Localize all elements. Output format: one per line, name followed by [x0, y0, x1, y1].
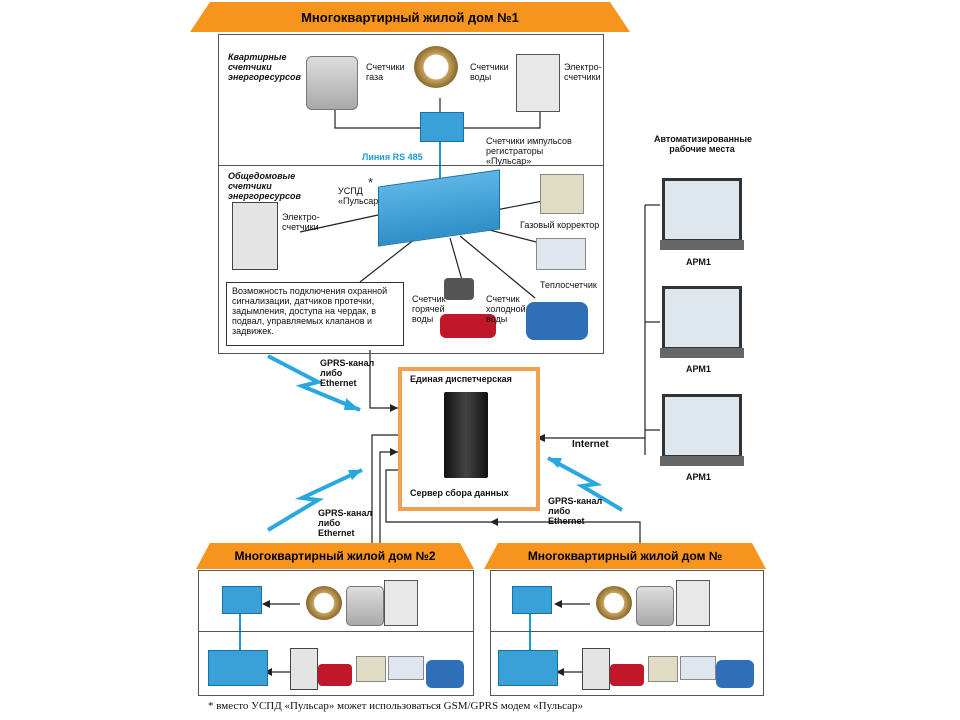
houseN-uspd — [498, 650, 558, 686]
apartment-meters-title: Квартирные счетчики энергоресурсов — [228, 52, 301, 82]
houseN-electric-meter — [676, 580, 710, 626]
electric-meter-image — [516, 54, 560, 112]
laptop-3 — [660, 394, 744, 468]
pulse-counter-image — [420, 112, 464, 142]
houseN-cold-water — [716, 660, 754, 688]
hot-water-meter-label: Счетчик горячей воды — [412, 294, 446, 324]
house2-banner: Многоквартирный жилой дом №2 — [196, 543, 474, 569]
rs485-label: Линия RS 485 — [362, 152, 423, 162]
house2-electric-meter — [384, 580, 418, 626]
houseN-title: Многоквартирный жилой дом № — [527, 549, 723, 563]
house2-heat-meter — [388, 656, 424, 680]
hot-water-meter-image — [444, 278, 474, 300]
cold-water-meter-label: Счетчик холодной воды — [486, 294, 526, 324]
houseN-banner: Многоквартирный жилой дом № — [484, 543, 766, 569]
heat-meter-image — [536, 238, 586, 270]
common-meters-title: Общедомовые счетчики энергоресурсов — [228, 171, 301, 201]
workplace-1-label: АРМ1 — [686, 257, 711, 267]
server-label: Сервер сбора данных — [410, 488, 509, 498]
gprs-right-label: GPRS-канал либо Ethernet — [548, 496, 603, 526]
houseN-hot-water — [610, 664, 644, 686]
house1-frame — [218, 34, 604, 354]
house2-gas-corrector — [356, 656, 386, 682]
uspd-label: УСПД «Пульсар» — [338, 186, 384, 206]
electric-meters-label: Электро-счетчики — [564, 62, 602, 82]
laptop-2 — [660, 286, 744, 360]
workplace-2-label: АРМ1 — [686, 364, 711, 374]
internet-label: Internet — [572, 439, 609, 450]
laptop-1 — [660, 178, 744, 252]
houseN-divider — [490, 631, 763, 632]
house1-title: Многоквартирный жилой дом №1 — [301, 9, 519, 25]
gas-corrector-image — [540, 174, 584, 214]
house2-frame — [198, 570, 474, 696]
house2-electric-meter-2 — [290, 648, 318, 690]
cold-water-meter-image — [526, 302, 588, 340]
workplace-3-label: АРМ1 — [686, 472, 711, 482]
house1-banner: Многоквартирный жилой дом №1 — [190, 2, 630, 32]
house2-gas-meter — [346, 586, 384, 626]
house1-divider — [218, 165, 603, 166]
security-note-box: Возможность подключения охранной сигнали… — [226, 282, 404, 346]
house2-hot-water — [318, 664, 352, 686]
electric-meter-2-image — [232, 202, 278, 270]
server-image — [444, 392, 488, 478]
gas-corrector-label: Газовый корректор — [520, 220, 600, 230]
house2-title: Многоквартирный жилой дом №2 — [234, 549, 436, 563]
gprs-top-label: GPRS-канал либо Ethernet — [320, 358, 375, 388]
house2-cold-water — [426, 660, 464, 688]
workplaces-title: Автоматизированные рабочие места — [654, 134, 753, 154]
water-meter-image — [414, 46, 458, 88]
hot-water-pipe-image — [440, 314, 496, 338]
houseN-pulse-counter — [512, 586, 552, 614]
houseN-heat-meter — [680, 656, 716, 680]
house2-pulse-counter — [222, 586, 262, 614]
house2-water-meter — [306, 586, 342, 620]
dispatch-frame — [398, 367, 540, 511]
house2-divider — [198, 631, 473, 632]
pulse-counters-label: Счетчики импульсов регистраторы «Пульсар… — [486, 136, 572, 166]
water-meters-label: Счетчики воды — [470, 62, 509, 82]
houseN-gas-meter — [636, 586, 674, 626]
house2-uspd — [208, 650, 268, 686]
houseN-water-meter — [596, 586, 632, 620]
uspd-asterisk: * — [368, 175, 374, 190]
footnote: * вместо УСПД «Пульсар» может использова… — [208, 700, 584, 712]
houseN-gas-corrector — [648, 656, 678, 682]
electric-meters-2-label: Электро-счетчики — [282, 212, 320, 232]
heat-meter-label: Теплосчетчик — [540, 280, 597, 290]
gprs-left-label: GPRS-канал либо Ethernet — [318, 508, 373, 538]
gas-meter-image — [306, 56, 358, 110]
houseN-frame — [490, 570, 764, 696]
houseN-electric-meter-2 — [582, 648, 610, 690]
gas-meters-label: Счетчики газа — [366, 62, 405, 82]
security-note-text: Возможность подключения охранной сигнали… — [232, 286, 388, 336]
dispatch-title: Единая диспетчерская — [410, 374, 512, 384]
